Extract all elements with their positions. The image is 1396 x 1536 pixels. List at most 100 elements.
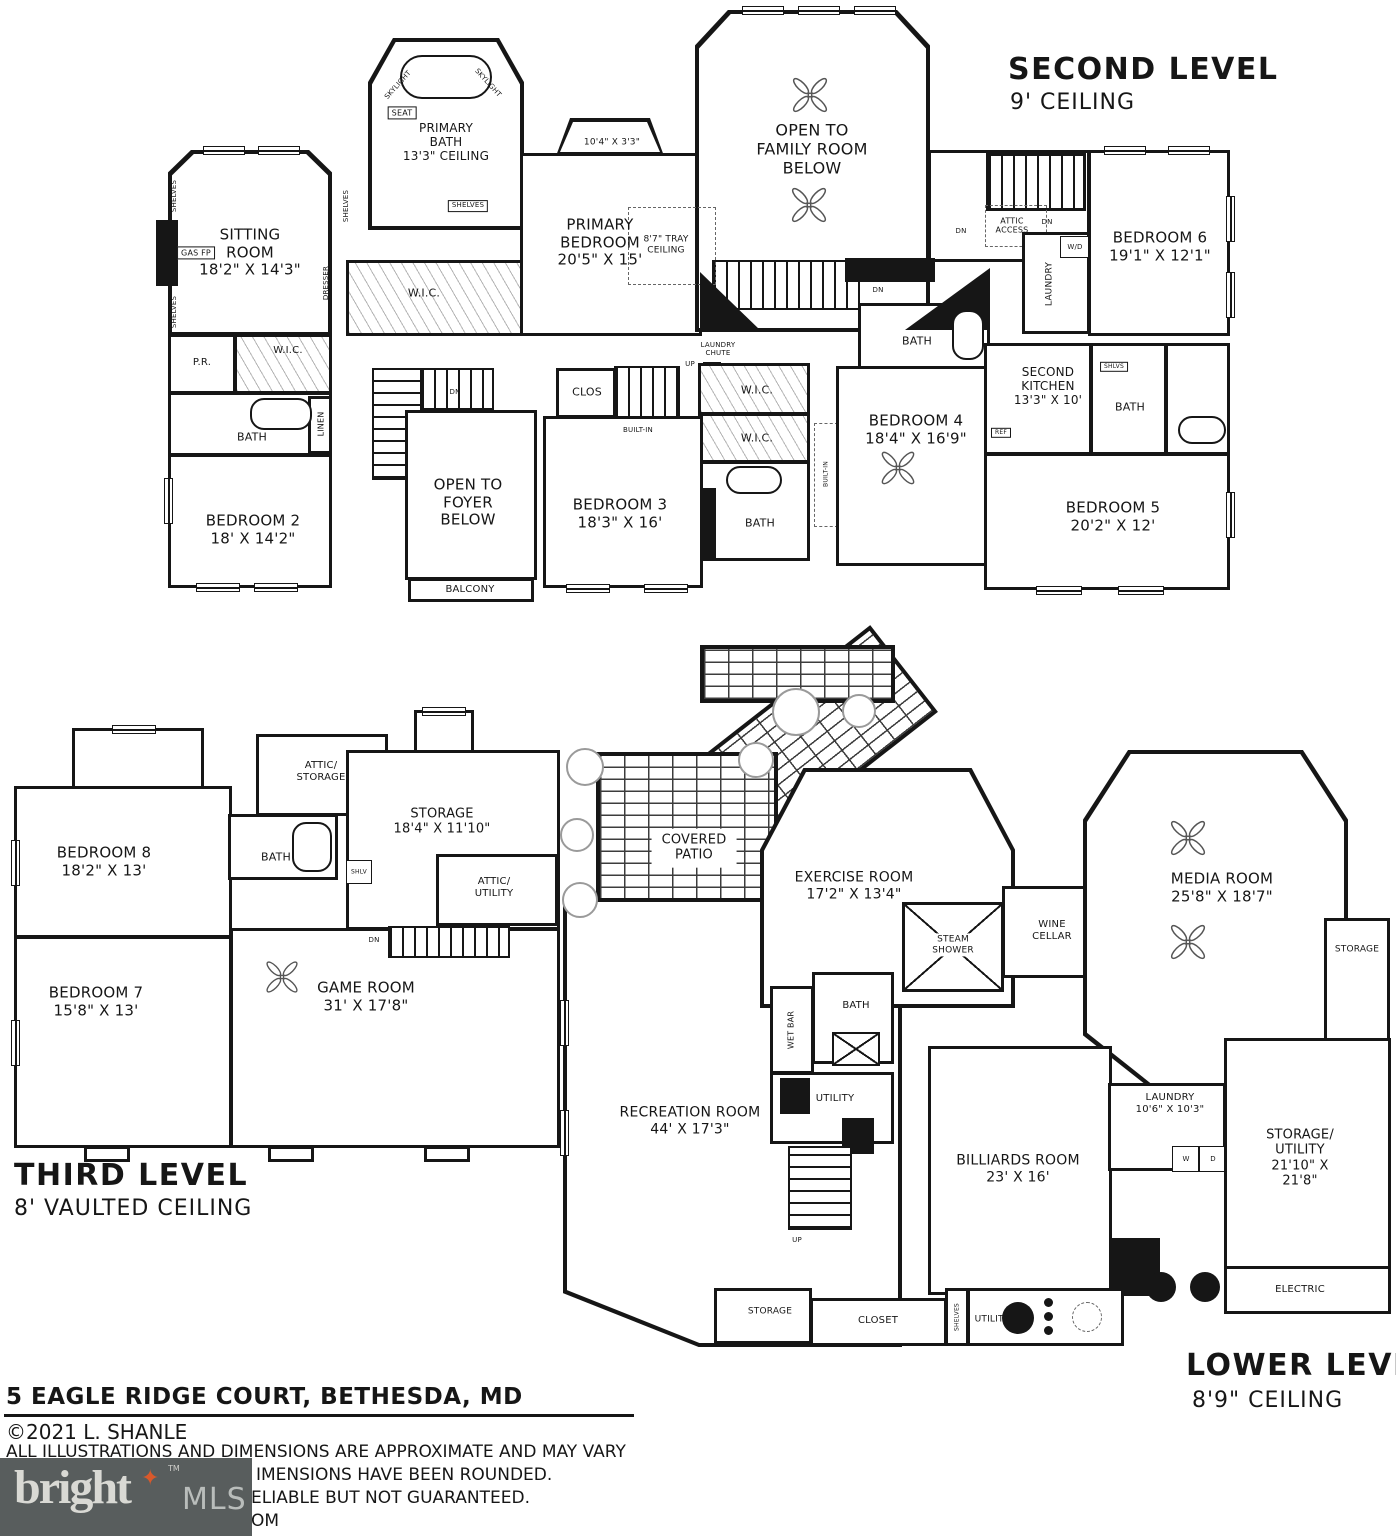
bump (72, 728, 204, 790)
bush (560, 818, 594, 852)
room-storage-bottom (714, 1288, 812, 1344)
support-column (1190, 1272, 1220, 1302)
disclaimer-line1: ALL ILLUSTRATIONS AND DIMENSIONS ARE APP… (6, 1442, 626, 1462)
room-wic2 (234, 334, 332, 394)
gas-fireplace (156, 220, 178, 286)
window (1118, 586, 1164, 595)
gas-fp-label: GAS FP (177, 246, 215, 260)
wall (1164, 346, 1168, 452)
pipe (1044, 1326, 1053, 1335)
tray-ceiling-outline (628, 207, 716, 285)
stairs-foyer-b (420, 368, 494, 410)
shelves-label: SHELVES (953, 1303, 961, 1331)
stairs-center-up (614, 366, 680, 418)
attic-access-label: ATTIC ACCESS (995, 216, 1029, 235)
logo-mls-text: MLS (182, 1482, 247, 1517)
window (1226, 492, 1235, 538)
window (11, 1020, 20, 1066)
window (11, 840, 20, 886)
built-in-label: BUILT-IN (623, 425, 653, 434)
bath-label: BATH (744, 516, 776, 530)
sparkle-icon: ✦ (141, 1466, 160, 1491)
wall (845, 258, 935, 282)
second-level-subtitle: 9' CEILING (1010, 90, 1136, 115)
equipment (780, 1078, 810, 1114)
window (258, 146, 300, 155)
stairs-lower-up (788, 1146, 852, 1230)
room-billiards (928, 1046, 1112, 1295)
bush (562, 882, 598, 918)
up-label: UP (792, 1235, 802, 1244)
support-column (1146, 1272, 1176, 1302)
room-attic-utility (436, 854, 558, 926)
chimney (84, 1146, 130, 1162)
chimney (424, 1146, 470, 1162)
window (560, 1000, 569, 1046)
bathtub (1178, 416, 1226, 444)
room-label-family-open: OPEN TO FAMILY ROOM BELOW (756, 120, 868, 178)
shlv-box (346, 860, 372, 884)
room-closet-bottom (810, 1298, 947, 1346)
dresser-label: DRESSER (321, 265, 330, 301)
window (1226, 196, 1235, 242)
room-bedroom5 (984, 453, 1230, 590)
window (1036, 586, 1082, 595)
room-bedroom7 (14, 936, 232, 1148)
shlvs-label: SHLVS (1100, 361, 1128, 373)
washer-label: W (1182, 1154, 1190, 1163)
ceiling-fan-icon (1170, 820, 1206, 856)
ref-label: REF (990, 427, 1012, 439)
bath-label: BATH (901, 334, 933, 348)
ceiling-fan-icon (266, 961, 298, 993)
wet-bar-label: WET BAR (786, 1010, 796, 1050)
storage-bottom-label: STORAGE (747, 1306, 793, 1317)
room-electric (1224, 1266, 1391, 1314)
attic-storage-label: ATTIC/ STORAGE (296, 760, 346, 783)
wine-cellar-label: WINE CELLAR (1032, 919, 1072, 942)
shelves-bottom (945, 1288, 969, 1346)
attic-utility-label: ATTIC/ UTILITY (474, 876, 514, 899)
bath-label: BATH (236, 430, 268, 444)
linen-label: LINEN (316, 411, 326, 437)
bath-label: BATH (1114, 400, 1146, 414)
tree (842, 694, 876, 728)
window (1226, 272, 1235, 318)
address: 5 EAGLE RIDGE COURT, BETHESDA, MD (6, 1384, 523, 1410)
seat-label: SEAT (387, 106, 417, 120)
dn-label: DN (449, 387, 461, 396)
dn-label: DN (955, 226, 967, 235)
window (742, 6, 784, 15)
wic-label: W.I.C. (740, 383, 774, 397)
shelves-label: SHELVES (169, 295, 178, 329)
room-bedroom8 (14, 786, 232, 938)
built-in-label: BUILT-IN (822, 461, 830, 487)
wd-label: W/D (1067, 242, 1083, 251)
wic-label: W.I.C. (407, 286, 441, 300)
third-level-subtitle: 8' VAULTED CEILING (14, 1196, 253, 1221)
stairs-upper-right (986, 153, 1086, 211)
window (798, 6, 840, 15)
disclaimer-line2: IMENSIONS HAVE BEEN ROUNDED. (256, 1465, 553, 1485)
dn-label: DN (368, 935, 380, 944)
shelves-label: SHELVES (169, 179, 178, 213)
storage-right-label: STORAGE (1334, 944, 1380, 955)
water-heater (1002, 1302, 1034, 1334)
